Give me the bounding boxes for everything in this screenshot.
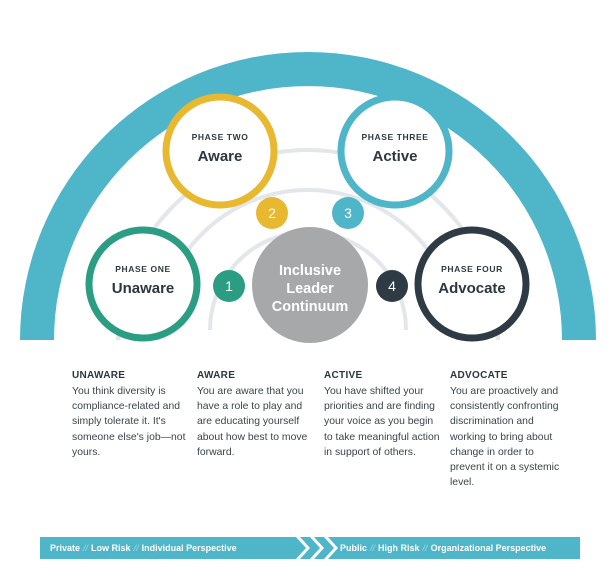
phase-three-circle: [337, 93, 453, 209]
center-line-3: Continuum: [272, 299, 349, 315]
phase-one-name: Unaware: [112, 280, 175, 297]
bar-right-segment: [328, 537, 580, 559]
bar-separator: //: [422, 543, 428, 553]
phase-two-label: PHASE TWO: [192, 132, 249, 142]
description-title: ADVOCATE: [450, 370, 508, 381]
bar-left-labels: Private//Low Risk//Individual Perspectiv…: [50, 537, 237, 559]
bar-separator: //: [133, 543, 139, 553]
phase-two-number: 2: [268, 205, 276, 221]
description-title: AWARE: [197, 370, 236, 381]
description-aware: AWARE You are aware that you have a role…: [197, 370, 315, 460]
phase-one-label: PHASE ONE: [115, 264, 170, 274]
center-line-2: Leader: [286, 281, 334, 297]
phase-four-circle: [414, 226, 530, 342]
bar-right-risk: High Risk: [378, 543, 420, 553]
phase-four-label: PHASE FOUR: [441, 264, 503, 274]
bar-left-risk: Low Risk: [91, 543, 131, 553]
center-circle: [252, 227, 368, 343]
phase-two-name: Aware: [198, 148, 243, 165]
description-body: You think diversity is compliance-relate…: [72, 386, 186, 458]
phase-three-label: PHASE THREE: [361, 132, 428, 142]
bar-left-perspective: Individual Perspective: [141, 543, 237, 553]
description-body: You are aware that you have a role to pl…: [197, 386, 308, 458]
description-title: ACTIVE: [324, 370, 363, 381]
arc-chevron-left-icon: [115, 64, 165, 118]
bar-left-segment: [40, 537, 306, 559]
bar-right-labels: Public//High Risk//Organizational Perspe…: [340, 537, 546, 559]
bar-right-perspective: Organizational Perspective: [430, 543, 547, 553]
phase-four-name: Advocate: [438, 280, 506, 297]
continuum-diagram: ONGOING RE-EVALUATION Inclusive Leader C…: [20, 52, 596, 343]
bar-separator: //: [83, 543, 89, 553]
perspective-bar: [40, 537, 580, 559]
description-body: You are proactively and consistently con…: [450, 386, 560, 489]
phase-three-number-badge: [332, 197, 364, 229]
description-body: You have shifted your priorities and are…: [324, 386, 440, 458]
description-unaware: UNAWARE You think diversity is complianc…: [72, 370, 190, 460]
description-active: ACTIVE You have shifted your priorities …: [324, 370, 442, 460]
phase-four-number: 4: [388, 278, 396, 294]
phase-four-number-badge: [376, 270, 408, 302]
phase-two-number-badge: [256, 197, 288, 229]
description-advocate: ADVOCATE You are proactively and consist…: [450, 370, 568, 490]
re-evaluation-arc: [20, 52, 596, 340]
arc-chevron-right-icon: [449, 64, 499, 118]
description-title: UNAWARE: [72, 370, 126, 381]
center-line-1: Inclusive: [279, 263, 341, 279]
bar-separator: //: [370, 543, 376, 553]
phase-one-number: 1: [225, 278, 233, 294]
bar-left-visibility: Private: [50, 543, 81, 553]
phase-three-number: 3: [344, 205, 352, 221]
phase-three-name: Active: [372, 148, 417, 165]
bar-chevron-1-icon: [300, 537, 320, 559]
phase-one-circle: [85, 226, 201, 342]
bar-right-visibility: Public: [340, 543, 368, 553]
phase-two-circle: [162, 93, 278, 209]
phase-one-number-badge: [213, 270, 245, 302]
bar-chevron-2-icon: [314, 537, 334, 559]
